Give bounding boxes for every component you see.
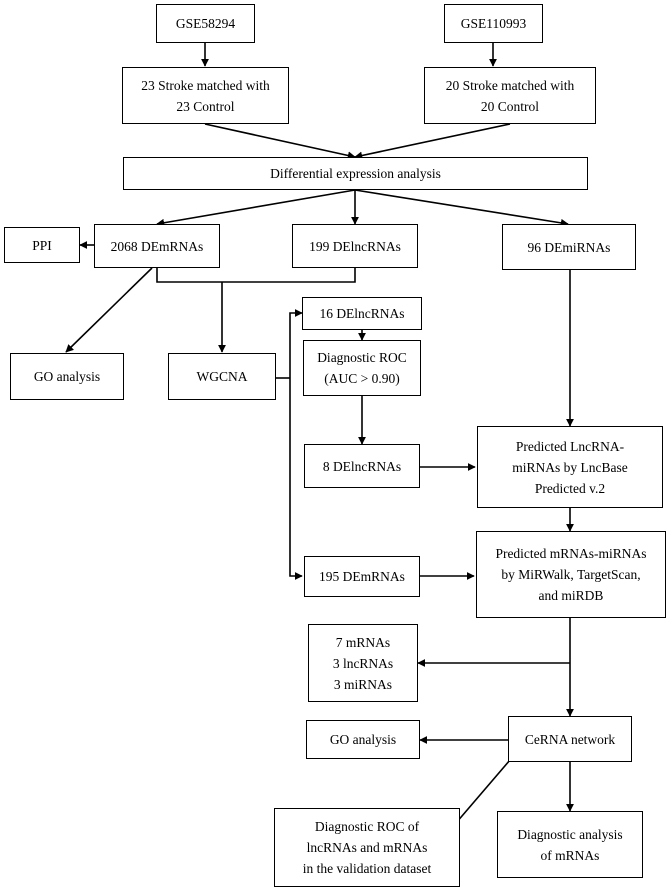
edge-bus-to-demrna195 [289,378,303,580]
demrna195-label: 195 DEmRNAs [319,569,405,584]
diagroc-line-2: (AUC > 0.90) [324,371,400,386]
rocval-line-1: Diagnostic ROC of [314,819,420,834]
wgcna-label: WGCNA [196,369,248,384]
rocval-line-2: lncRNAs and mRNAs [306,840,428,855]
edge-stroke23-to-diffexpr [204,123,356,160]
predmrna-line-2: by MiRWalk, TargetScan, [501,567,641,582]
edge-merge-bracket [156,268,356,283]
delnc199-box: 199 DElncRNAs [292,224,418,268]
gse58294-label: GSE58294 [175,16,236,31]
diffexpr-label: Differential expression analysis [270,166,441,181]
predlnc-box: Predicted LncRNA- miRNAs by LncBase Pred… [477,426,663,508]
counts-mirnas: 3 miRNAs [333,676,393,692]
delnc8-box: 8 DElncRNAs [304,444,420,488]
go1-label: GO analysis [33,369,101,384]
edge-demrna2068-to-go [65,267,153,353]
gse110993-box: GSE110993 [444,4,543,43]
go1-box: GO analysis [10,353,124,400]
stroke20-line-1: 20 Stroke matched with [445,77,575,93]
stroke20-box: 20 Stroke matched with 20 Control [424,67,596,124]
diffexpr-box: Differential expression analysis [123,157,588,190]
diagmrna-line-2: of mRNAs [540,847,600,863]
diagroc-box: Diagnostic ROC (AUC > 0.90) [303,340,421,396]
wgcna-box: WGCNA [168,353,276,400]
edge-diffexpr-to-demrna2068 [156,189,356,227]
diagroc-line-1: Diagnostic ROC [317,350,407,365]
ppi-label: PPI [32,237,52,253]
edge-diffexpr-to-demirna96 [354,189,569,227]
rocval-box: Diagnostic ROC of lncRNAs and mRNAs in t… [274,808,460,887]
edge-bus-to-delnc16 [289,309,303,378]
predlnc-line-2: miRNAs by LncBase [512,459,628,475]
predmrna-line-1: Predicted mRNAs-miRNAs [495,546,647,561]
demirna96-label: 96 DEmiRNAs [527,239,611,255]
stroke23-line-2: 23 Control [176,98,235,114]
ppi-box: PPI [4,227,80,263]
predmrna-line-3: and miRDB [538,588,604,603]
gse58294-box: GSE58294 [156,4,255,43]
predlnc-line-1: Predicted LncRNA- [515,438,625,454]
edge-stroke20-to-diffexpr [354,123,511,160]
counts-lncrnas: 3 lncRNAs [332,655,394,671]
gse110993-label: GSE110993 [460,16,527,31]
demrna2068-box: 2068 DEmRNAs [94,224,220,268]
delnc16-box: 16 DElncRNAs [302,297,422,330]
stroke20-line-2: 20 Control [480,98,540,114]
stroke23-box: 23 Stroke matched with 23 Control [122,67,289,124]
go2-box: GO analysis [306,720,420,759]
delnc8-label: 8 DElncRNAs [322,458,402,474]
delnc199-label: 199 DElncRNAs [309,238,401,254]
go2-label: GO analysis [329,732,397,747]
stroke23-line-1: 23 Stroke matched with [141,77,270,93]
demirna96-box: 96 DEmiRNAs [502,224,636,270]
diagmrna-box: Diagnostic analysis of mRNAs [497,811,643,878]
demrna195-box: 195 DEmRNAs [304,556,420,597]
cerna-box: CeRNA network [508,716,632,762]
rocval-line-3: in the validation dataset [302,861,432,876]
predmrna-box: Predicted mRNAs-miRNAs by MiRWalk, Targe… [476,531,666,618]
counts-mrnas: 7 mRNAs [335,634,391,650]
delnc16-label: 16 DElncRNAs [319,306,405,321]
cerna-label: CeRNA network [524,731,616,747]
diagmrna-line-1: Diagnostic analysis [517,826,623,842]
demrna2068-label: 2068 DEmRNAs [110,238,204,254]
counts-box: 7 mRNAs 3 lncRNAs 3 miRNAs [308,624,418,702]
predlnc-line-3: Predicted v.2 [534,480,606,496]
